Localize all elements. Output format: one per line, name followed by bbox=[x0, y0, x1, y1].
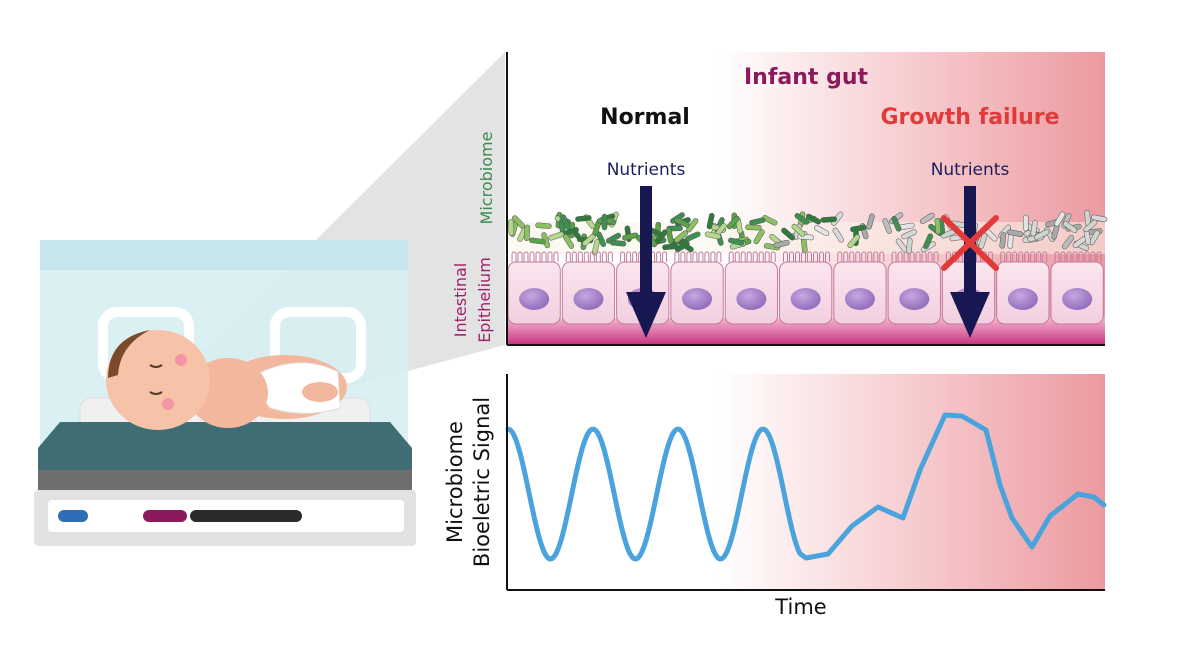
microvilli bbox=[511, 251, 559, 262]
bacterium bbox=[685, 231, 701, 242]
signal-panel-background bbox=[507, 374, 1105, 589]
bacterium bbox=[1034, 229, 1050, 240]
nutrients-label-right: Nutrients bbox=[931, 160, 1010, 180]
bacterium bbox=[820, 216, 838, 223]
growth-failure-label: Growth failure bbox=[880, 105, 1059, 130]
cell-nucleus bbox=[519, 288, 550, 310]
microbiome-layer bbox=[507, 209, 1108, 256]
cell-nucleus bbox=[682, 288, 713, 310]
bacterium bbox=[773, 239, 790, 249]
microvilli bbox=[1054, 251, 1102, 262]
bacterium bbox=[1054, 211, 1066, 227]
bacterium bbox=[512, 215, 526, 229]
microvilli bbox=[565, 251, 613, 262]
signal-y-label-line1: Microbiome bbox=[443, 421, 467, 543]
bacterium bbox=[674, 230, 688, 243]
gut-panel: Infant gut Normal Growth failure Nutrien… bbox=[451, 52, 1108, 346]
bacterium bbox=[508, 219, 515, 236]
bacterium bbox=[1007, 229, 1024, 237]
bacterium bbox=[726, 215, 740, 230]
indicator-purple bbox=[143, 510, 187, 522]
epithelium-layer bbox=[507, 251, 1105, 345]
cell-nucleus bbox=[844, 288, 875, 310]
bacterium bbox=[882, 218, 892, 234]
microbiome-side-label: Microbiome bbox=[477, 132, 496, 225]
nutrients-label-left: Nutrients bbox=[607, 160, 686, 180]
incubator-tray bbox=[38, 422, 412, 472]
bacterium bbox=[662, 243, 679, 251]
signal-x-label: Time bbox=[774, 595, 826, 619]
microvilli bbox=[728, 251, 776, 262]
bacterium bbox=[560, 214, 571, 230]
bacterium bbox=[978, 232, 988, 249]
bacterium bbox=[601, 213, 608, 231]
normal-label: Normal bbox=[600, 105, 690, 130]
epithelium-side-label-line1: Intestinal bbox=[451, 263, 470, 337]
cell-nucleus bbox=[899, 288, 930, 310]
indicator-dark bbox=[190, 510, 302, 522]
bacterium bbox=[548, 231, 565, 241]
bacterium bbox=[535, 222, 552, 229]
bacterium bbox=[706, 212, 715, 230]
nutrient-arrow-left bbox=[626, 186, 666, 338]
bacterium bbox=[814, 225, 830, 237]
bacterium bbox=[805, 213, 822, 225]
bacterium bbox=[794, 213, 810, 225]
bacterium bbox=[745, 224, 762, 231]
microvilli bbox=[837, 251, 885, 262]
signal-y-label-line2: Bioeletric Signal bbox=[470, 397, 494, 567]
bacterium bbox=[1062, 221, 1078, 234]
baby-icon bbox=[106, 330, 347, 430]
bacterium bbox=[934, 217, 941, 235]
bacterium bbox=[866, 213, 875, 230]
incubator-illustration bbox=[34, 52, 505, 546]
cell-nucleus bbox=[736, 288, 767, 310]
bacterium bbox=[622, 232, 639, 241]
bacterium bbox=[674, 217, 690, 228]
bacterium bbox=[753, 229, 765, 245]
microvilli bbox=[1000, 251, 1048, 262]
bacterium bbox=[791, 223, 806, 237]
epithelium-side-label-line2: Epithelium bbox=[475, 257, 494, 343]
bacterium bbox=[1088, 230, 1100, 246]
bacterium bbox=[1083, 219, 1098, 233]
bacterium bbox=[919, 212, 935, 225]
bacterium bbox=[609, 239, 627, 247]
bacterium bbox=[575, 215, 592, 222]
bacterium bbox=[1022, 214, 1029, 232]
bacterium bbox=[923, 233, 934, 249]
bacterium bbox=[999, 232, 1007, 249]
bacterium bbox=[749, 217, 766, 226]
bacterium bbox=[728, 237, 745, 246]
microvilli bbox=[674, 251, 722, 262]
microvilli bbox=[891, 251, 939, 262]
bacterium bbox=[891, 216, 902, 232]
bacterium bbox=[674, 240, 690, 253]
cell-nucleus bbox=[573, 288, 604, 310]
bacterium bbox=[666, 227, 674, 244]
signal-panel: Microbiome Bioeletric Signal Time bbox=[443, 374, 1107, 619]
cell-nucleus bbox=[790, 288, 821, 310]
signal-curve bbox=[505, 412, 1107, 562]
cell-nucleus bbox=[1007, 288, 1038, 310]
blocked-cross-icon bbox=[941, 215, 999, 271]
bacterium bbox=[832, 227, 844, 243]
bacterium bbox=[847, 234, 861, 249]
cell-nucleus bbox=[1062, 288, 1093, 310]
bacterium bbox=[781, 227, 796, 241]
bacterium bbox=[1062, 234, 1075, 250]
bacterium bbox=[524, 224, 531, 242]
bacterium bbox=[901, 229, 917, 240]
bacterium bbox=[906, 237, 913, 255]
bacterium bbox=[762, 215, 778, 226]
bacterium bbox=[529, 237, 546, 245]
bacterium bbox=[562, 233, 575, 249]
gut-panel-title: Infant gut bbox=[744, 65, 869, 90]
bacterium bbox=[655, 229, 668, 244]
bacterium bbox=[704, 231, 722, 240]
microvilli bbox=[783, 251, 830, 262]
indicator-blue bbox=[58, 510, 88, 522]
